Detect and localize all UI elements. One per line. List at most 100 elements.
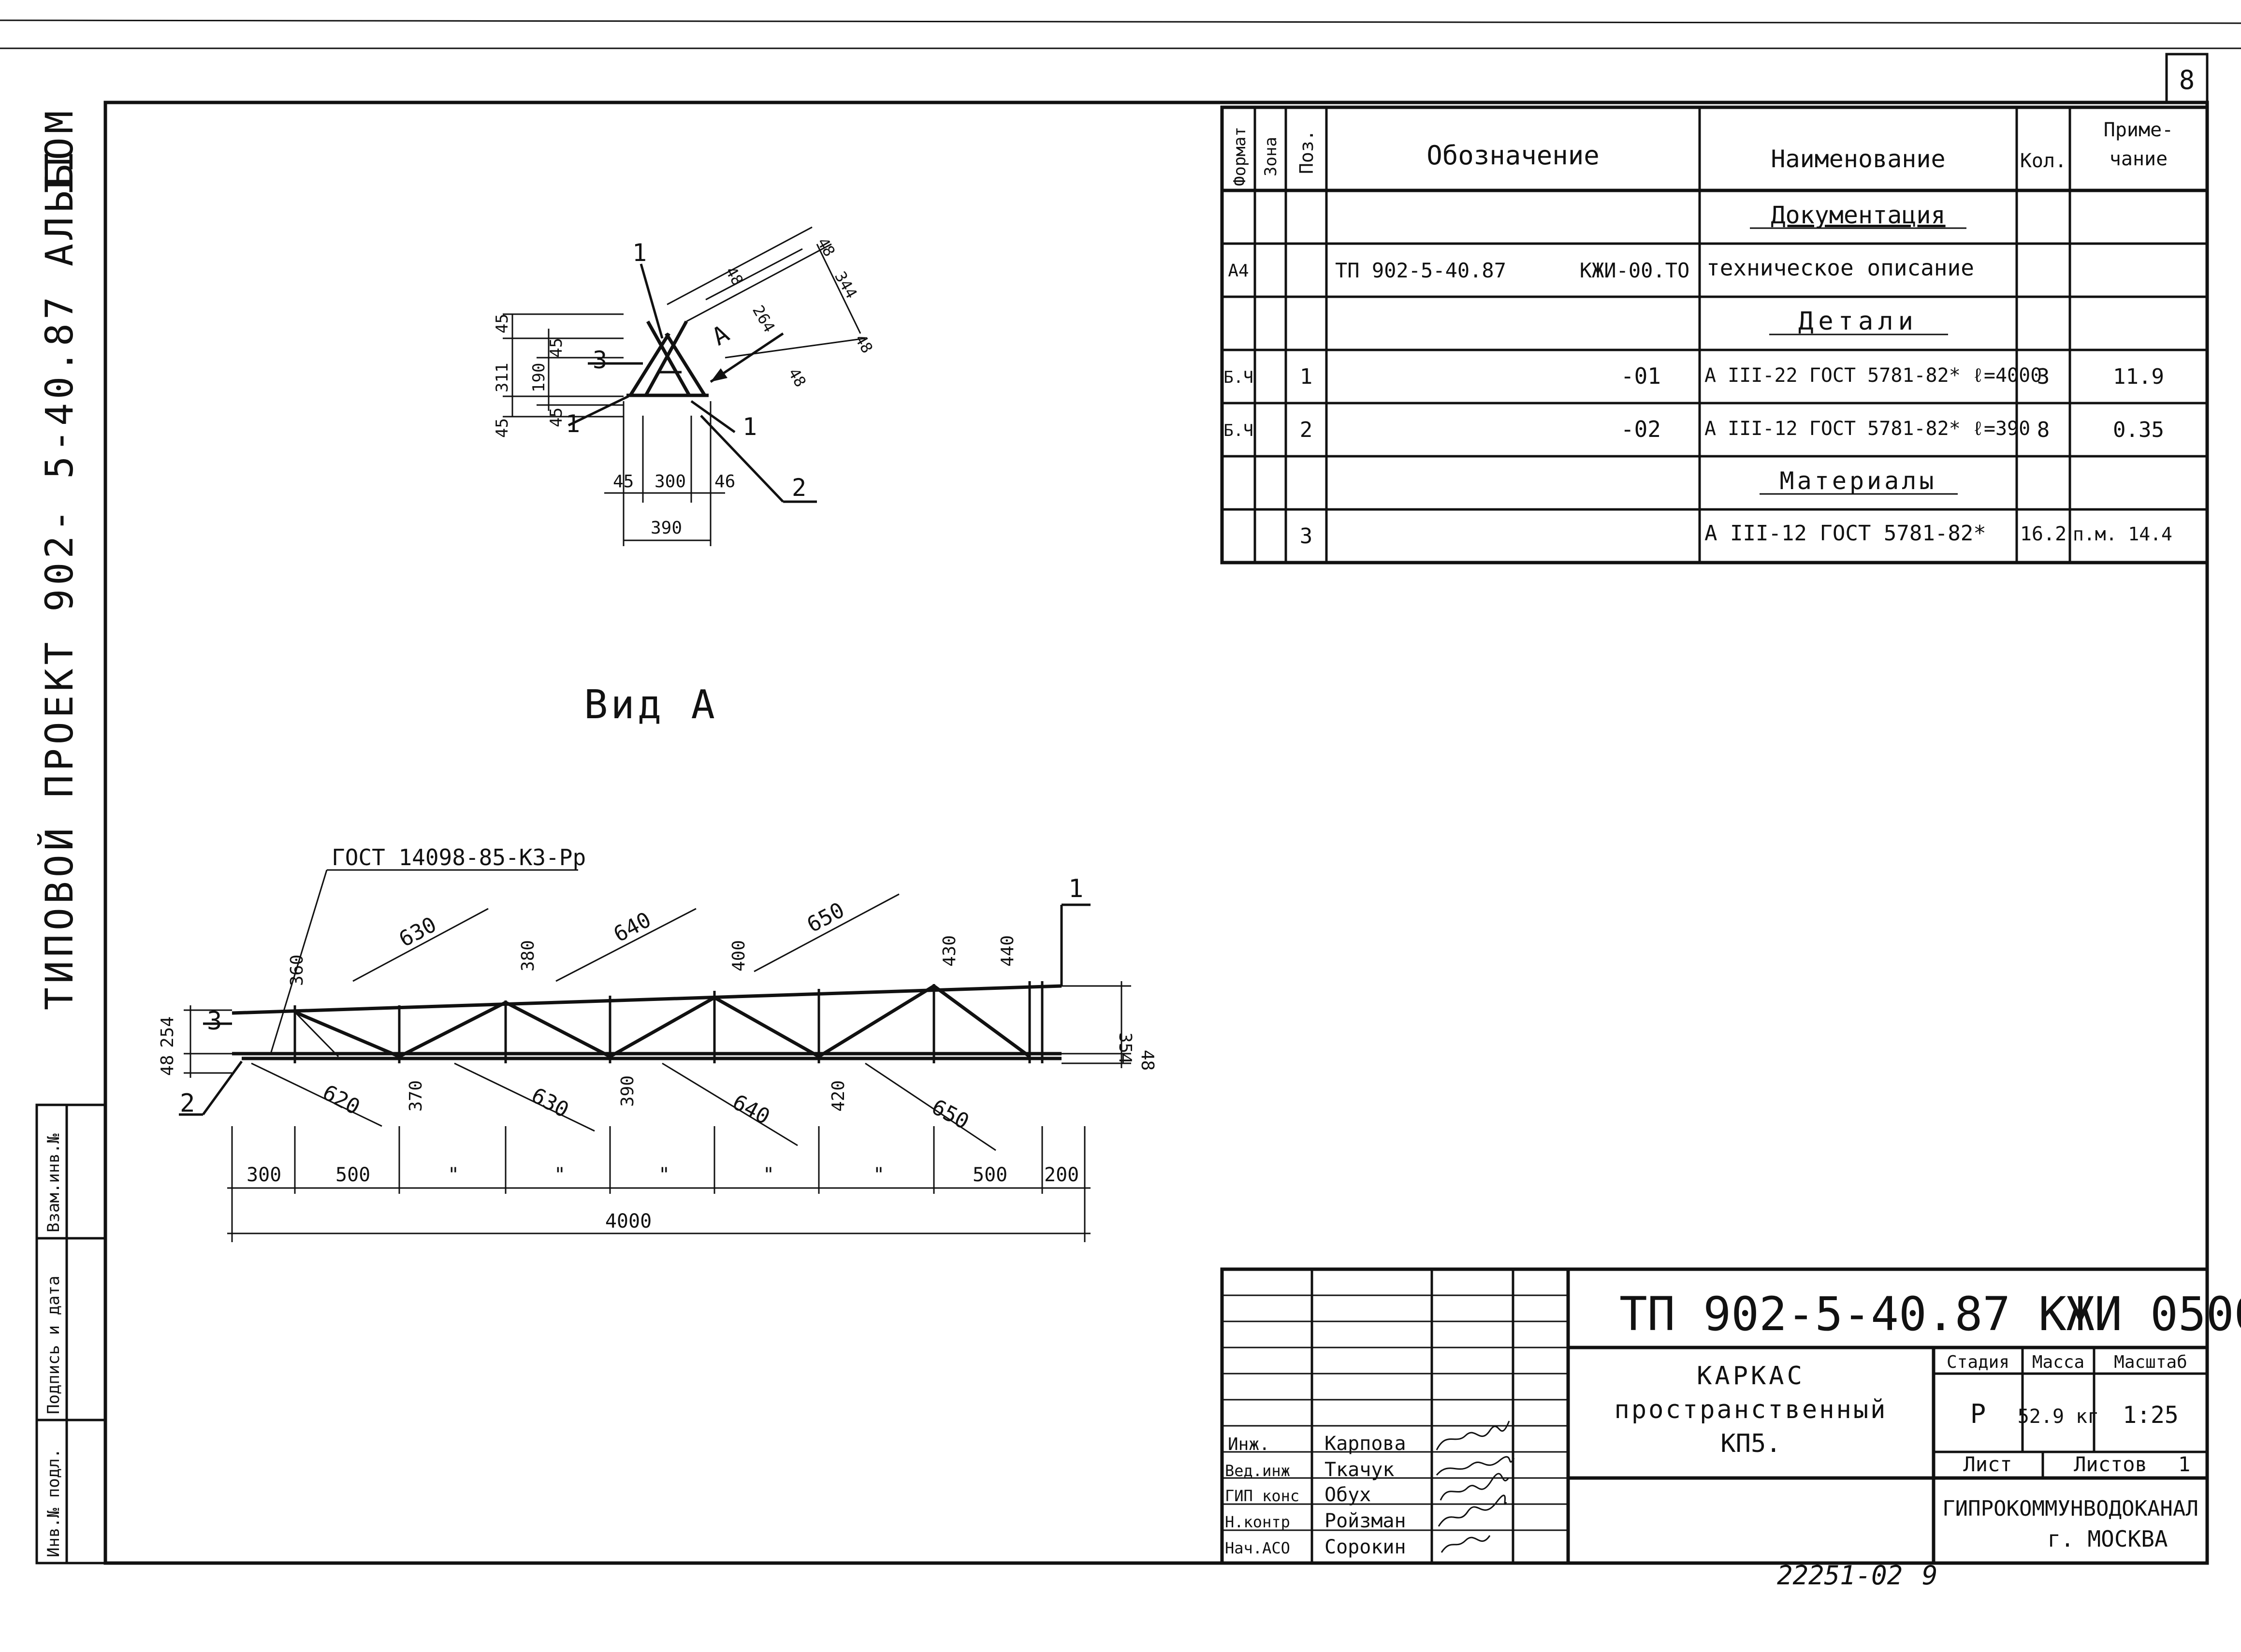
weld-note: ГОСТ 14098-85-К3-Рр — [332, 844, 586, 870]
dim-380: 380 — [518, 940, 538, 971]
dim-630: 630 — [395, 912, 440, 952]
dim-254: 254 — [158, 1016, 177, 1048]
dim-370: 370 — [406, 1080, 426, 1112]
side-title: ТИПОВОЙ ПРОЕКТ 902- 5-40.87 АЛЬБОМ II — [37, 107, 82, 1010]
sheet-number-box — [2165, 53, 2209, 104]
leader-1: 1 — [742, 413, 757, 441]
header-zone: Зона — [1261, 137, 1281, 176]
dim-45: 45 — [613, 472, 634, 492]
row-quantity: 3 — [2037, 364, 2050, 389]
spacing-ditto: " — [763, 1164, 774, 1186]
dim-390: 390 — [651, 518, 682, 538]
signature-mark — [1436, 1420, 1510, 1450]
staff-role: Вед.инж — [1225, 1462, 1290, 1480]
header-position: Поз. — [1296, 130, 1317, 174]
header-quantity: Кол. — [2020, 150, 2066, 172]
staff-name: Обух — [1324, 1484, 1371, 1506]
drawing-name-line2: пространственный — [1615, 1395, 1888, 1424]
side-project-title: ТИПОВОЙ ПРОЕКТ 902- 5-40.87 АЛЬБОМ — [37, 107, 82, 1010]
staff-name: Ройзман — [1324, 1510, 1406, 1532]
sheets-value: 1 — [2178, 1452, 2190, 1476]
row-note: 11.9 — [2113, 364, 2164, 389]
signature-mark — [1436, 1456, 1515, 1476]
staff-role: Н.контр — [1225, 1513, 1290, 1531]
total-length: 4000 — [605, 1210, 652, 1232]
archive-sheet: 9 — [1922, 1560, 1938, 1591]
row-designation: -01 — [1621, 363, 1661, 389]
header-name: Наименование — [1771, 145, 1945, 173]
dim-311: 311 — [493, 363, 512, 392]
dim-390: 390 — [618, 1075, 638, 1107]
left-margin-stamp: Инв.№ подл. Подпись и дата Взам.инв.№ — [35, 1103, 107, 1565]
drawing-frame — [103, 101, 2209, 1565]
staff-role: ГИП конс — [1225, 1487, 1299, 1505]
dim-640: 640 — [728, 1090, 774, 1130]
row-name: техническое описание — [1706, 255, 1974, 281]
sheet-label: Лист — [1963, 1452, 2012, 1476]
row-note: 0.35 — [2113, 418, 2164, 442]
signature-mark — [1440, 1473, 1509, 1501]
dim-48: 48 — [722, 263, 747, 289]
dim-264: 264 — [749, 302, 779, 335]
dim-48: 48 — [1137, 1050, 1157, 1071]
leader-1: 1 — [632, 239, 647, 267]
leader-2: 2 — [180, 1089, 195, 1118]
spacing-ditto: " — [554, 1164, 566, 1186]
sheet-number: 8 — [2179, 65, 2195, 95]
dim-45: 45 — [547, 407, 566, 427]
view-a-title: Вид А — [584, 682, 718, 728]
dim-48: 48 — [851, 331, 876, 356]
dim-354: 354 — [1115, 1032, 1135, 1064]
dim-640: 640 — [610, 907, 655, 947]
leader-2: 2 — [792, 474, 806, 502]
organization-city: г. МОСКВА — [2047, 1526, 2168, 1552]
section-materials: Материалы — [1780, 467, 1937, 495]
dim-360: 360 — [287, 955, 307, 986]
header-format: Формат — [1230, 127, 1250, 186]
staff-name: Карпова — [1324, 1433, 1406, 1455]
dim-650: 650 — [803, 898, 848, 937]
mass-label: Масса — [2032, 1352, 2084, 1372]
side-album-number: II — [38, 150, 82, 196]
dim-45: 45 — [493, 314, 512, 333]
scale-value: 1:25 — [2123, 1402, 2179, 1429]
section-details: Детали — [1798, 307, 1918, 336]
drawing-name-line3: КП5. — [1720, 1429, 1781, 1458]
header-designation: Обозначение — [1426, 140, 1600, 171]
row-position: 3 — [1300, 524, 1313, 549]
dim-400: 400 — [729, 940, 749, 971]
truss-elevation-drawing: ГОСТ 14098-85-К3-Рр 630 640 650 620 630 … — [158, 844, 1157, 1242]
spacing-200: 200 — [1044, 1164, 1079, 1186]
dim-48: 48 — [785, 365, 810, 390]
spacing-ditto: " — [658, 1164, 670, 1186]
dim-420: 420 — [829, 1080, 848, 1112]
dim-430: 430 — [940, 935, 960, 967]
staff-name: Ткачук — [1324, 1459, 1395, 1481]
dim-190: 190 — [529, 363, 549, 392]
row-name: А III-22 ГОСТ 5781-82* ℓ=4000 — [1704, 364, 2042, 387]
dim-46: 46 — [714, 472, 735, 492]
spacing-300: 300 — [247, 1164, 281, 1186]
row-note: п.м. 14.4 — [2073, 523, 2172, 545]
scan-edge-line — [0, 19, 2241, 24]
spacing-ditto: " — [873, 1164, 885, 1186]
margin-label-inv: Инв.№ подл. — [44, 1449, 63, 1557]
mass-value: 52.9 кг — [2018, 1406, 2099, 1428]
staff-role: Инж. — [1228, 1435, 1270, 1454]
section-documentation: Документация — [1771, 201, 1945, 229]
row-designation: ТП 902-5-40.87 КЖИ-00.ТО — [1335, 259, 1689, 282]
row-name: А III-12 ГОСТ 5781-82* — [1704, 521, 1986, 546]
drawing-name-line1: КАРКАС — [1697, 1362, 1805, 1391]
margin-label-signature: Подпись и дата — [44, 1275, 63, 1414]
leader-3: 3 — [593, 346, 607, 374]
row-designation: -02 — [1621, 416, 1661, 442]
sheets-label: Листов — [2074, 1452, 2147, 1476]
drawing-code: ТП 902-5-40.87 КЖИ 0500 — [1619, 1287, 2241, 1341]
header-note: Приме-чание — [2104, 119, 2174, 170]
leader-1: 1 — [566, 410, 580, 438]
dim-344: 344 — [831, 268, 861, 302]
row-position: 1 — [1300, 364, 1313, 389]
signature-mark — [1441, 1535, 1491, 1553]
dim-45: 45 — [547, 338, 566, 358]
